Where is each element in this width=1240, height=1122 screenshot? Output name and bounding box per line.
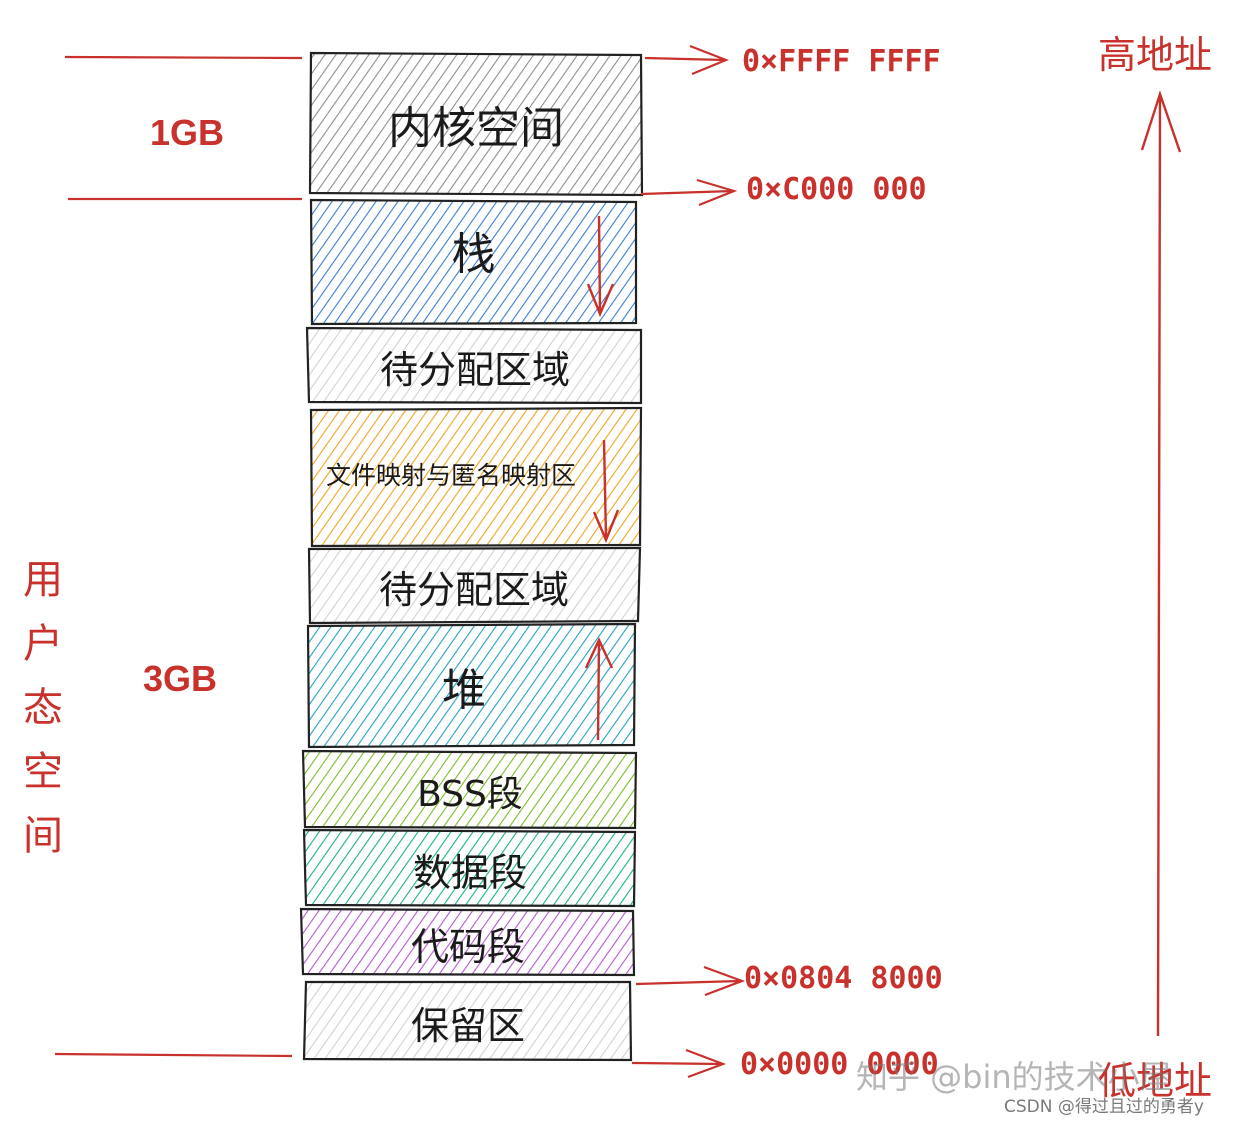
user-space-vertical-label: 用 户 态 空 间	[20, 548, 66, 868]
stack-block	[309, 198, 638, 326]
address-direction-arrow	[1140, 90, 1182, 1037]
code-segment-label: 代码段	[410, 924, 525, 969]
arrow-bottom-address	[631, 1048, 727, 1079]
user-space-char-5: 间	[23, 813, 63, 859]
user-space-char-1: 用	[23, 557, 63, 603]
high-address-label: 高地址	[1098, 33, 1213, 77]
left-boundary-lines	[54, 55, 303, 1058]
heap-label: 堆	[442, 665, 486, 716]
unallocated-block-upper	[305, 326, 643, 405]
user-space-char-3: 态	[23, 685, 63, 731]
unallocated-block-lower	[307, 546, 642, 625]
unallocated-label-lower: 待分配区域	[378, 567, 569, 612]
growth-arrows	[584, 215, 620, 741]
user-size-label: 3GB	[143, 658, 218, 699]
mmap-region-block	[309, 406, 643, 548]
segment-blocks	[299, 51, 644, 1062]
data-segment-label: 数据段	[412, 850, 527, 895]
code-segment-block	[299, 907, 636, 977]
address-top: 0×FFFF FFFF	[742, 44, 941, 79]
heap-block	[306, 622, 637, 749]
bss-block	[301, 749, 638, 830]
user-space-char-4: 空	[23, 749, 63, 795]
zhihu-watermark: 知乎 @bin的技术小屋	[856, 1058, 1172, 1096]
low-address-label: 低地址	[1098, 1059, 1213, 1103]
user-space-char-2: 户	[23, 621, 63, 667]
csdn-watermark: CSDN @得过且过的勇者y	[1004, 1097, 1204, 1117]
reserved-block	[302, 980, 633, 1062]
arrow-top-address	[644, 44, 729, 76]
address-arrows	[631, 44, 746, 1079]
arrow-kernel-boundary-address	[640, 178, 738, 207]
stack-label: 栈	[451, 228, 496, 280]
stack-grows-down-arrow	[586, 215, 615, 318]
kernel-size-label: 1GB	[150, 112, 225, 153]
address-kernel-boundary: 0×C000 000	[746, 172, 927, 207]
bss-label: BSS段	[417, 773, 523, 815]
data-segment-block	[302, 828, 637, 908]
address-code-start: 0×0804 8000	[744, 961, 943, 996]
mmap-region-label: 文件映射与匿名映射区	[325, 460, 576, 490]
address-bottom: 0×0000 0000	[740, 1047, 939, 1082]
kernel-space-label: 内核空间	[388, 103, 564, 154]
unallocated-label-upper: 待分配区域	[379, 348, 570, 392]
heap-grows-up-arrow	[584, 637, 614, 741]
arrow-code-start-address	[635, 965, 746, 997]
mmap-grows-down-arrow	[592, 439, 620, 544]
reserved-label: 保留区	[410, 1003, 525, 1048]
